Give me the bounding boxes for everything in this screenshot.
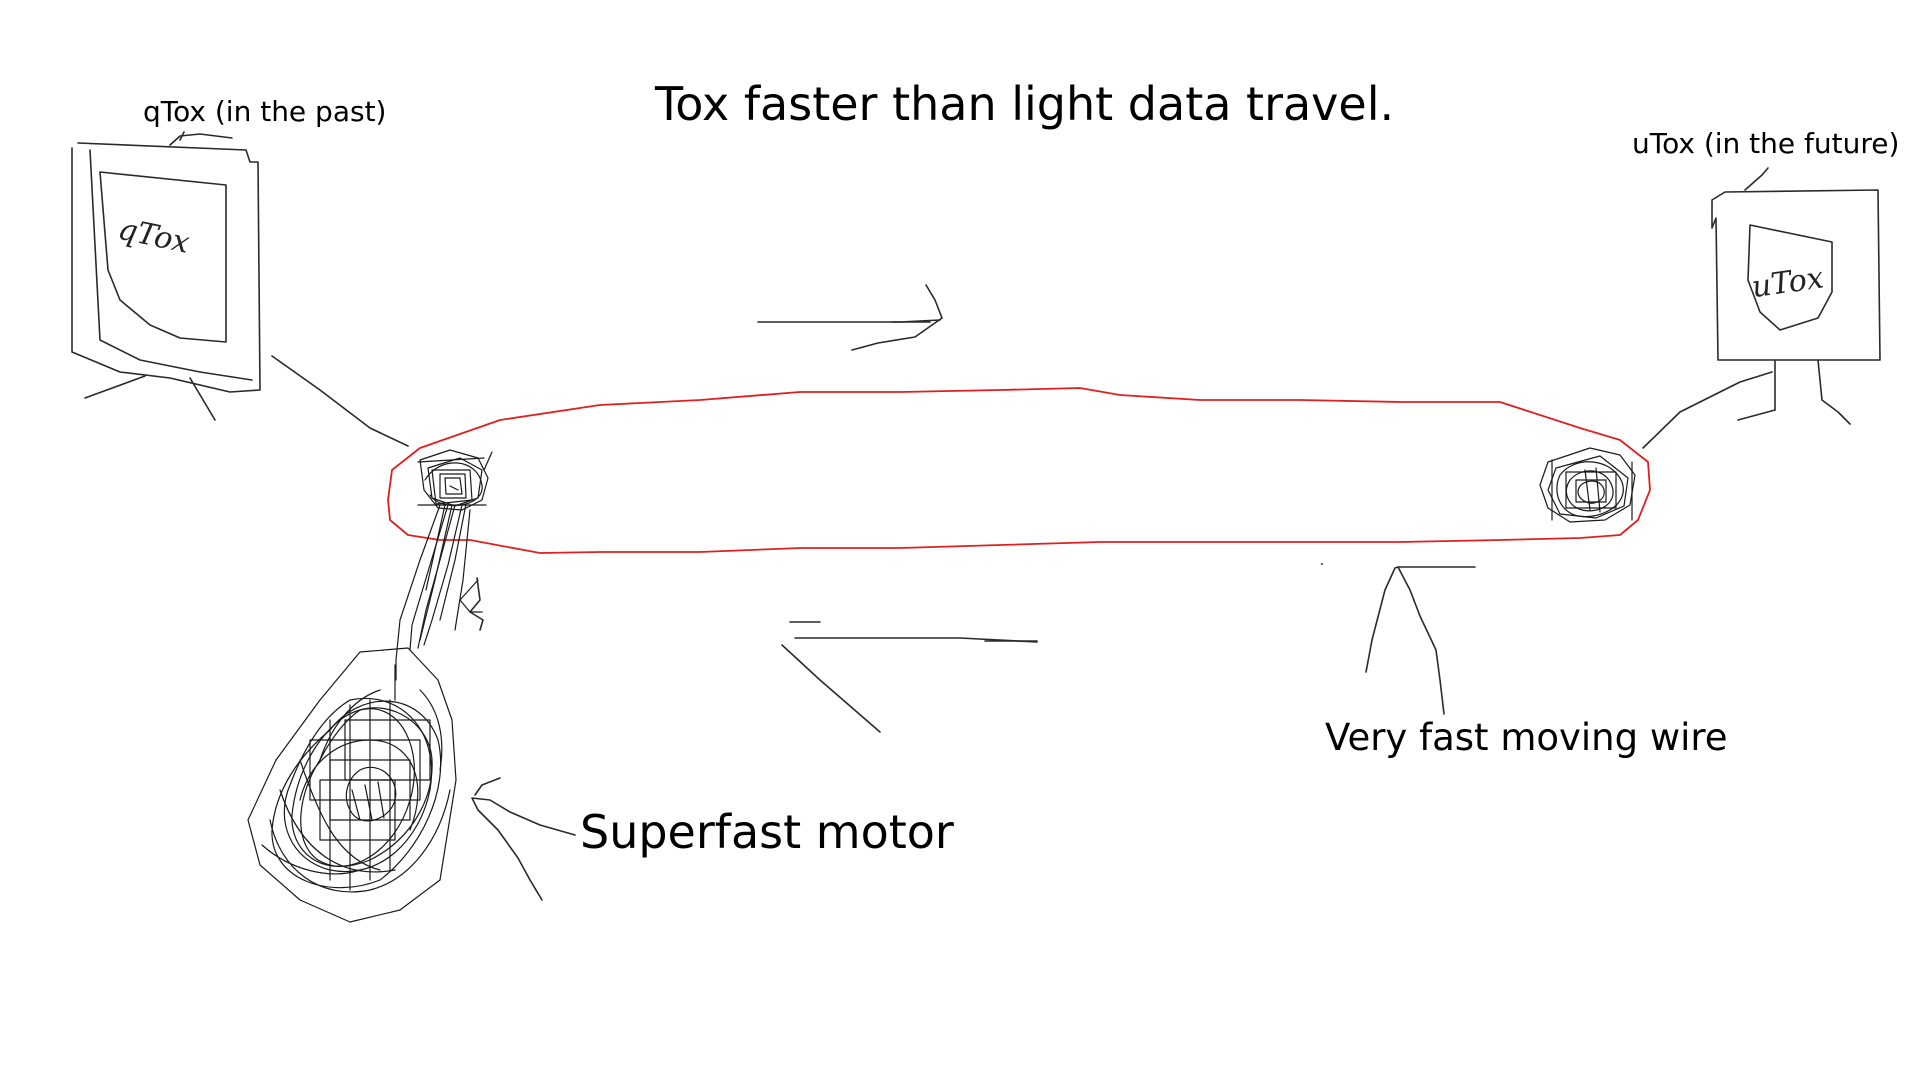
motor-label-pointer-hook — [474, 777, 501, 796]
left-connector-line — [271, 355, 409, 447]
arrow-left-icon — [781, 621, 1038, 733]
right-monitor-icon: uTox — [1711, 167, 1881, 425]
stray-dot — [1321, 563, 1323, 565]
arrow-right-icon — [757, 284, 943, 351]
wire-loop — [387, 387, 1651, 554]
diagram-title: Tox faster than light data travel. — [654, 77, 1394, 131]
belt-pointer-line — [469, 577, 484, 631]
left-pulley-scribble — [417, 449, 493, 511]
right-pulley-scribble — [1539, 447, 1636, 523]
motor-label: Superfast motor — [580, 805, 954, 859]
right-screen-text: uTox — [1750, 260, 1826, 305]
motor-scribble — [247, 647, 457, 923]
left-client-caption: qTox (in the past) — [143, 95, 386, 128]
wire-label-pointer — [1365, 566, 1445, 715]
left-screen-text: qTox — [115, 212, 193, 261]
right-client-caption: uTox (in the future) — [1632, 127, 1899, 160]
drive-belt-scribble — [395, 503, 483, 681]
left-monitor-icon: qTox — [71, 131, 261, 421]
motor-label-pointer — [471, 797, 576, 901]
wire-label: Very fast moving wire — [1325, 716, 1728, 759]
right-connector-line — [1642, 371, 1773, 449]
